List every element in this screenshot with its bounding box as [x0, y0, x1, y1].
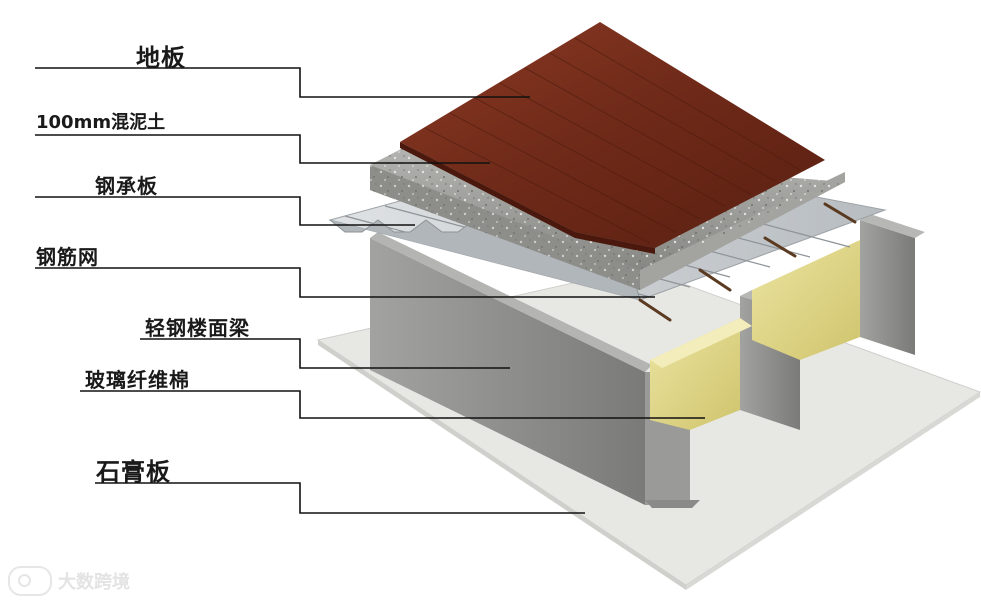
- label-rebar-mesh: 钢筋网: [36, 241, 99, 270]
- leader-gypsum: [95, 483, 585, 513]
- label-steel-joist: 轻钢楼面梁: [145, 312, 250, 341]
- watermark-text: 大数跨境: [58, 568, 130, 594]
- leader-floor: [35, 68, 530, 97]
- label-glass-fiber: 玻璃纤维棉: [85, 364, 190, 393]
- watermark-logo-icon: [8, 566, 52, 596]
- label-concrete: 100mm混泥土: [36, 108, 165, 134]
- label-steel-deck: 钢承板: [95, 170, 158, 199]
- label-gypsum: 石膏板: [96, 452, 171, 487]
- watermark: 大数跨境: [8, 566, 130, 596]
- label-floor: 地板: [136, 38, 186, 73]
